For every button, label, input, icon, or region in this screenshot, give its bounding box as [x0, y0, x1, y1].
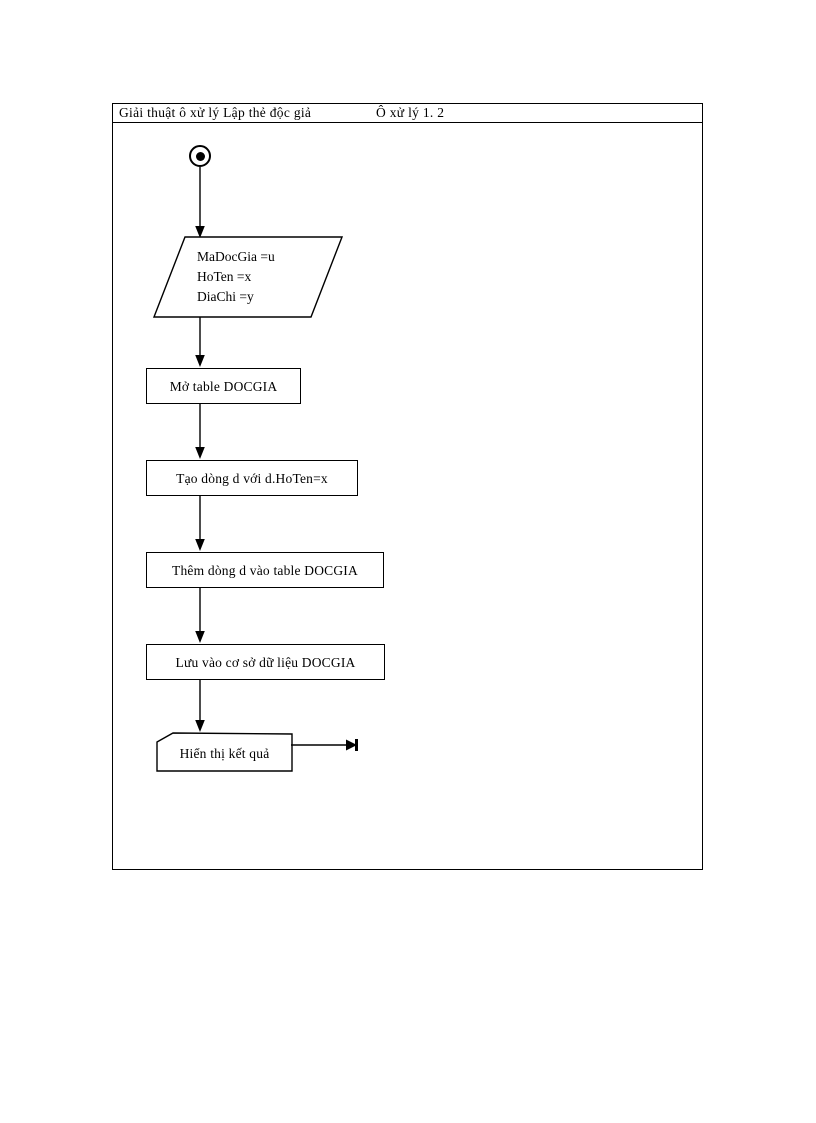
edge-open-table-to-create-row [192, 404, 208, 460]
start-node-dot [195, 151, 205, 161]
input-node[interactable]: MaDocGia =u HoTen =x DiaChi =y [153, 236, 343, 318]
process-open-table-label: Mở table DOCGIA [169, 378, 278, 394]
edge-input-to-open-table [192, 317, 208, 368]
process-add-row-node[interactable]: Thêm dòng d vào table DOCGIA [146, 552, 384, 588]
diagram-reference-label: Ô xử lý 1. 2 [376, 105, 445, 120]
start-node[interactable] [189, 145, 211, 167]
edge-display-to-exit [291, 733, 361, 763]
input-line-1: MaDocGia =u [197, 249, 275, 264]
process-create-row-label: Tạo dòng d với d.HoTen=x [176, 470, 328, 486]
diagram-title-bar: Giải thuật ô xử lý Lập thẻ độc giả Ô xử … [113, 104, 702, 123]
input-line-2: HoTen =x [197, 269, 252, 284]
diagram-frame: Giải thuật ô xử lý Lập thẻ độc giả Ô xử … [112, 103, 703, 870]
edge-add-row-to-save-db [192, 588, 208, 644]
display-result-label: Hiển thị kết quả [179, 746, 270, 761]
display-result-node[interactable]: Hiển thị kết quả [156, 732, 293, 772]
parallelogram-shape [153, 236, 343, 318]
process-save-db-label: Lưu vào cơ sở dữ liệu DOCGIA [175, 654, 356, 670]
input-node-text: MaDocGia =u HoTen =x DiaChi =y [197, 247, 275, 307]
edge-start-to-input [192, 167, 208, 239]
input-line-3: DiaChi =y [197, 289, 254, 304]
diagram-canvas: MaDocGia =u HoTen =x DiaChi =y Mở table … [113, 123, 702, 870]
process-open-table-node[interactable]: Mở table DOCGIA [146, 368, 301, 404]
edge-save-db-to-display [192, 680, 208, 733]
process-create-row-node[interactable]: Tạo dòng d với d.HoTen=x [146, 460, 358, 496]
diagram-title: Giải thuật ô xử lý Lập thẻ độc giả [119, 105, 312, 120]
process-save-db-node[interactable]: Lưu vào cơ sở dữ liệu DOCGIA [146, 644, 385, 680]
edge-create-row-to-add-row [192, 496, 208, 552]
display-shape [156, 732, 293, 772]
process-add-row-label: Thêm dòng d vào table DOCGIA [172, 562, 358, 578]
